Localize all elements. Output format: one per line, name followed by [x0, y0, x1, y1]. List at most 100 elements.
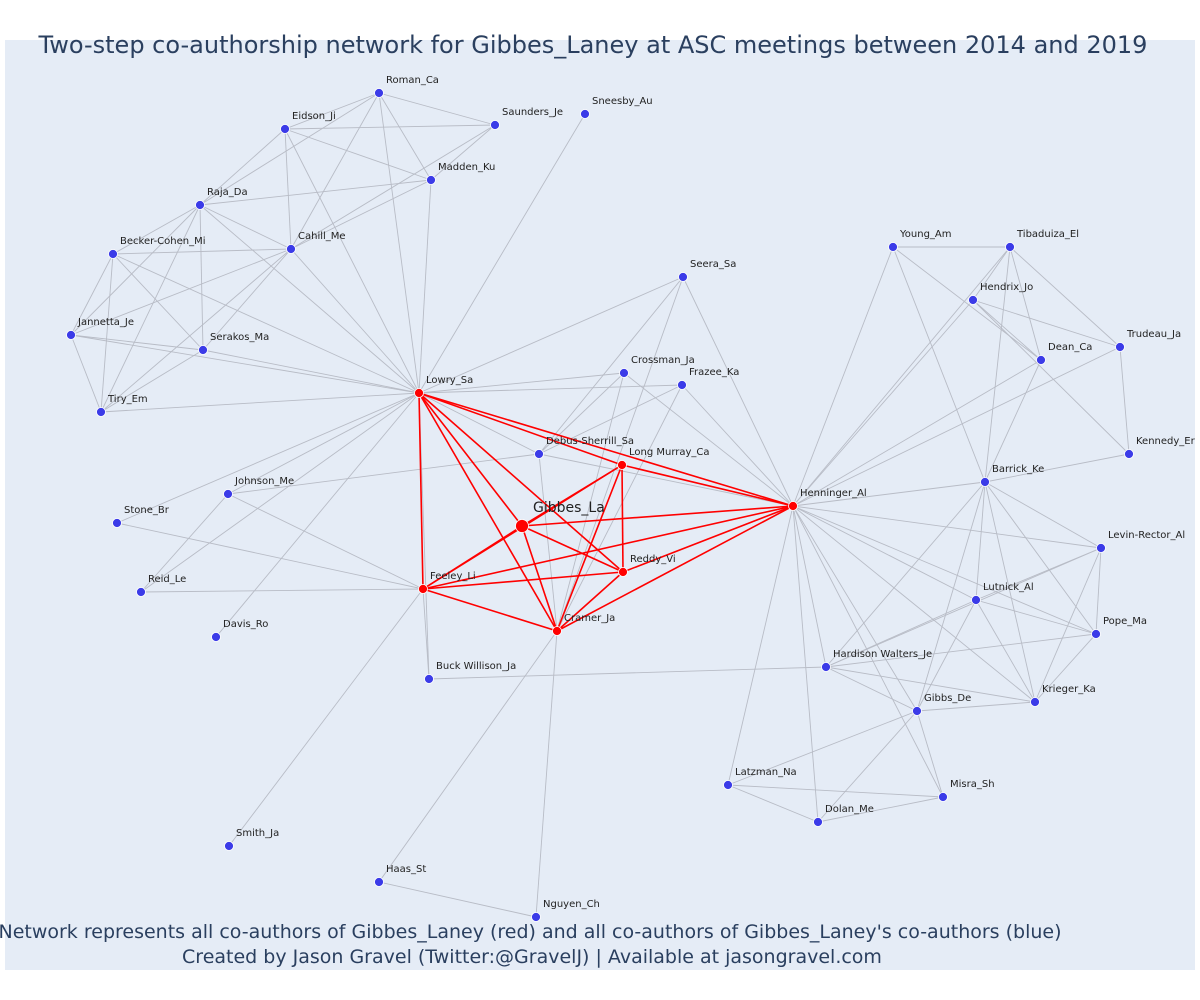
- node-Roman_Ca[interactable]: [374, 88, 384, 98]
- node-Gibbes_La[interactable]: [515, 519, 529, 533]
- node-Reddy_Vi[interactable]: [618, 567, 628, 577]
- edge-Latzman_Na-Misra_Sh: [727, 784, 944, 798]
- node-Nguyen_Ch[interactable]: [531, 912, 541, 922]
- node-Lowry_Sa[interactable]: [414, 388, 424, 398]
- edge-Raja_Da-Lowry_Sa: [199, 204, 420, 394]
- edge-Hendrix_Jo-Kennedy_Er: [972, 299, 1130, 455]
- edge-Tibaduiza_El-Barrick_Ke: [984, 246, 1011, 483]
- node-label-Tibaduiza_El: Tibaduiza_El: [1016, 229, 1079, 240]
- node-label-Dean_Ca: Dean_Ca: [1048, 342, 1092, 353]
- node-Madden_Ku[interactable]: [426, 175, 436, 185]
- node-Davis_Ro[interactable]: [211, 632, 221, 642]
- node-Krieger_Ka[interactable]: [1030, 697, 1040, 707]
- node-BuckWillison_Ja[interactable]: [424, 674, 434, 684]
- edge-Gibbs_De-Krieger_Ka: [916, 701, 1036, 712]
- node-Feeley_Li[interactable]: [418, 584, 428, 594]
- edge-Lowry_Sa-Feeley_Li: [418, 392, 424, 590]
- edge-DebusSherrill_Sa-Cramer_Ja: [538, 453, 558, 632]
- node-BeckerCohen_Mi[interactable]: [108, 249, 118, 259]
- edge-Johnson_Me-Lowry_Sa: [227, 392, 420, 495]
- edge-Reid_Le-Lowry_Sa: [140, 392, 420, 593]
- node-Lutnick_Al[interactable]: [971, 595, 981, 605]
- edge-Kennedy_Er-Barrick_Ke: [984, 453, 1130, 483]
- node-label-BuckWillison_Ja: Buck Willison_Ja: [436, 661, 516, 672]
- node-Hendrix_Jo[interactable]: [968, 295, 978, 305]
- edge-Cahill_Me-Serakos_Ma: [202, 248, 292, 351]
- edge-Crossman_Ja-Cramer_Ja: [556, 372, 625, 632]
- node-HardisonWalters_Je[interactable]: [821, 662, 831, 672]
- edge-Tibaduiza_El-Henninger_Al: [792, 246, 1011, 507]
- node-Reid_Le[interactable]: [136, 587, 146, 597]
- node-Barrick_Ke[interactable]: [980, 477, 990, 487]
- node-Saunders_Je[interactable]: [490, 120, 500, 130]
- node-Henninger_Al[interactable]: [788, 501, 798, 511]
- node-Johnson_Me[interactable]: [223, 489, 233, 499]
- node-Tibaduiza_El[interactable]: [1005, 242, 1015, 252]
- node-label-Latzman_Na: Latzman_Na: [735, 767, 797, 778]
- edge-BeckerCohen_Mi-Serakos_Ma: [112, 253, 204, 351]
- edge-Misra_Sh-Dolan_Me: [817, 796, 944, 823]
- node-Raja_Da[interactable]: [195, 200, 205, 210]
- edge-Henninger_Al-Krieger_Ka: [792, 505, 1036, 703]
- edge-Serakos_Ma-Lowry_Sa: [202, 349, 420, 394]
- node-Sneesby_Au[interactable]: [580, 109, 590, 119]
- node-label-Raja_Da: Raja_Da: [207, 187, 248, 198]
- node-Cramer_Ja[interactable]: [552, 626, 562, 636]
- node-Dean_Ca[interactable]: [1036, 355, 1046, 365]
- edge-Seera_Sa-Henninger_Al: [682, 276, 794, 507]
- node-Smith_Ja[interactable]: [224, 841, 234, 851]
- edge-Gibbs_De-Dolan_Me: [817, 710, 918, 823]
- edge-Stone_Br-Feeley_Li: [116, 522, 424, 590]
- edge-Stone_Br-Lowry_Sa: [116, 392, 420, 524]
- node-Pope_Ma[interactable]: [1091, 629, 1101, 639]
- edge-Lutnick_Al-Pope_Ma: [975, 599, 1097, 635]
- node-Misra_Sh[interactable]: [938, 792, 948, 802]
- edge-Madden_Ku-Lowry_Sa: [418, 179, 432, 394]
- edge-Hendrix_Jo-Trudeau_Ja: [972, 299, 1121, 348]
- node-Jannetta_Je[interactable]: [66, 330, 76, 340]
- edge-Lowry_Sa-Reddy_Vi: [418, 392, 624, 573]
- node-label-Smith_Ja: Smith_Ja: [236, 828, 279, 839]
- edge-Barrick_Ke-Henninger_Al: [792, 481, 986, 507]
- node-Cahill_Me[interactable]: [286, 244, 296, 254]
- edge-Henninger_Al-Lutnick_Al: [792, 505, 977, 601]
- node-Frazee_Ka[interactable]: [677, 380, 687, 390]
- edge-Trudeau_Ja-Kennedy_Er: [1119, 346, 1130, 455]
- edge-Eidson_Ji-Raja_Da: [199, 128, 286, 206]
- edge-Cramer_Ja-Henninger_Al: [556, 505, 794, 632]
- node-Serakos_Ma[interactable]: [198, 345, 208, 355]
- node-Latzman_Na[interactable]: [723, 780, 733, 790]
- node-LevinRector_Al[interactable]: [1096, 543, 1106, 553]
- node-Trudeau_Ja[interactable]: [1115, 342, 1125, 352]
- node-Haas_St[interactable]: [374, 877, 384, 887]
- node-Eidson_Ji[interactable]: [280, 124, 290, 134]
- node-Dolan_Me[interactable]: [813, 817, 823, 827]
- edge-BeckerCohen_Mi-Jannetta_Je: [70, 253, 114, 336]
- node-Crossman_Ja[interactable]: [619, 368, 629, 378]
- node-Young_Am[interactable]: [888, 242, 898, 252]
- edge-HardisonWalters_Je-Krieger_Ka: [825, 666, 1036, 703]
- edge-Jannetta_Je-Lowry_Sa: [70, 334, 420, 394]
- edge-BeckerCohen_Mi-Lowry_Sa: [112, 253, 420, 394]
- node-Kennedy_Er[interactable]: [1124, 449, 1134, 459]
- node-LongMurray_Ca[interactable]: [617, 460, 627, 470]
- edge-Feeley_Li-Cramer_Ja: [422, 588, 558, 632]
- edge-Tiry_Em-Lowry_Sa: [100, 392, 420, 413]
- edge-Jannetta_Je-Tiry_Em: [70, 334, 102, 413]
- edge-Jannetta_Je-Serakos_Ma: [70, 334, 204, 351]
- node-label-Reid_Le: Reid_Le: [148, 574, 186, 585]
- node-Gibbs_De[interactable]: [912, 706, 922, 716]
- node-DebusSherrill_Sa[interactable]: [534, 449, 544, 459]
- node-Stone_Br[interactable]: [112, 518, 122, 528]
- edge-Young_Am-Barrick_Ke: [892, 246, 986, 483]
- node-Tiry_Em[interactable]: [96, 407, 106, 417]
- edge-Barrick_Ke-Lutnick_Al: [975, 481, 986, 601]
- edge-Cahill_Me-Lowry_Sa: [290, 248, 420, 394]
- edge-Henninger_Al-Latzman_Na: [727, 505, 794, 786]
- edge-Cahill_Me-Jannetta_Je: [70, 248, 292, 336]
- edge-Raja_Da-BeckerCohen_Mi: [112, 204, 201, 255]
- node-Seera_Sa[interactable]: [678, 272, 688, 282]
- edge-Raja_Da-Tiry_Em: [100, 204, 201, 413]
- node-label-Trudeau_Ja: Trudeau_Ja: [1126, 329, 1181, 340]
